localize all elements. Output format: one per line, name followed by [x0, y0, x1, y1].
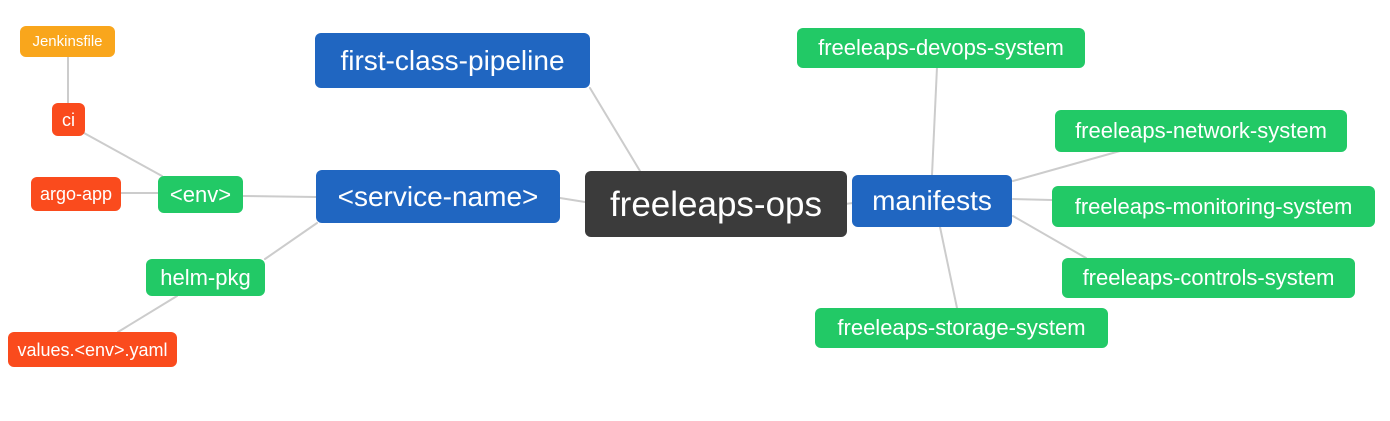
node-freeleaps-network-system[interactable]: freeleaps-network-system	[1055, 110, 1347, 152]
node-label-freeleaps-ops: freeleaps-ops	[609, 184, 823, 224]
node-label-helm-pkg: helm-pkg	[160, 264, 251, 290]
edge-manifests-to-freeleaps-storage-system	[939, 226, 958, 309]
edge-manifests-to-freeleaps-network-system	[1012, 150, 1121, 182]
node-label-freeleaps-network-system: freeleaps-network-system	[1075, 118, 1327, 143]
node-ci[interactable]: ci	[52, 103, 85, 136]
edge-helm-pkg-to-values-env-yaml	[117, 295, 178, 333]
node-argo-app[interactable]: argo-app	[31, 177, 121, 211]
edge-freeleaps-ops-to-first-class-pipeline	[589, 87, 641, 172]
node-label-freeleaps-storage-system: freeleaps-storage-system	[837, 315, 1086, 340]
node-label-freeleaps-monitoring-system: freeleaps-monitoring-system	[1074, 193, 1353, 219]
node-jenkinsfile[interactable]: Jenkinsfile	[20, 26, 115, 57]
edge-manifests-to-freeleaps-monitoring-system	[1012, 198, 1053, 201]
node-service-name[interactable]: <service-name>	[316, 170, 560, 223]
edge-env-to-ci	[83, 132, 163, 177]
node-label-freeleaps-controls-system: freeleaps-controls-system	[1082, 265, 1335, 290]
edge-service-name-to-env	[242, 195, 317, 198]
node-freeleaps-ops[interactable]: freeleaps-ops	[585, 171, 847, 237]
node-label-jenkinsfile: Jenkinsfile	[32, 33, 103, 50]
edge-service-name-to-helm-pkg	[264, 222, 318, 260]
node-label-env: <env>	[169, 181, 232, 207]
node-label-ci: ci	[62, 109, 75, 130]
node-first-class-pipeline[interactable]: first-class-pipeline	[315, 33, 590, 88]
node-freeleaps-storage-system[interactable]: freeleaps-storage-system	[815, 308, 1108, 348]
node-label-service-name: <service-name>	[337, 180, 539, 212]
node-manifests[interactable]: manifests	[852, 175, 1012, 227]
node-label-manifests: manifests	[872, 185, 992, 216]
edge-manifests-to-freeleaps-devops-system	[931, 66, 938, 176]
edge-freeleaps-ops-to-service-name	[559, 197, 586, 203]
node-env[interactable]: <env>	[158, 176, 243, 213]
edge-manifests-to-freeleaps-controls-system	[1012, 215, 1087, 259]
node-label-values-env-yaml: values.<env>.yaml	[17, 339, 168, 360]
node-freeleaps-controls-system[interactable]: freeleaps-controls-system	[1062, 258, 1355, 298]
node-freeleaps-monitoring-system[interactable]: freeleaps-monitoring-system	[1052, 186, 1375, 227]
node-helm-pkg[interactable]: helm-pkg	[146, 259, 265, 296]
node-label-freeleaps-devops-system: freeleaps-devops-system	[818, 35, 1064, 60]
node-label-first-class-pipeline: first-class-pipeline	[340, 44, 565, 76]
node-freeleaps-devops-system[interactable]: freeleaps-devops-system	[797, 28, 1085, 68]
node-label-argo-app: argo-app	[39, 184, 113, 204]
node-values-env-yaml[interactable]: values.<env>.yaml	[8, 332, 177, 367]
